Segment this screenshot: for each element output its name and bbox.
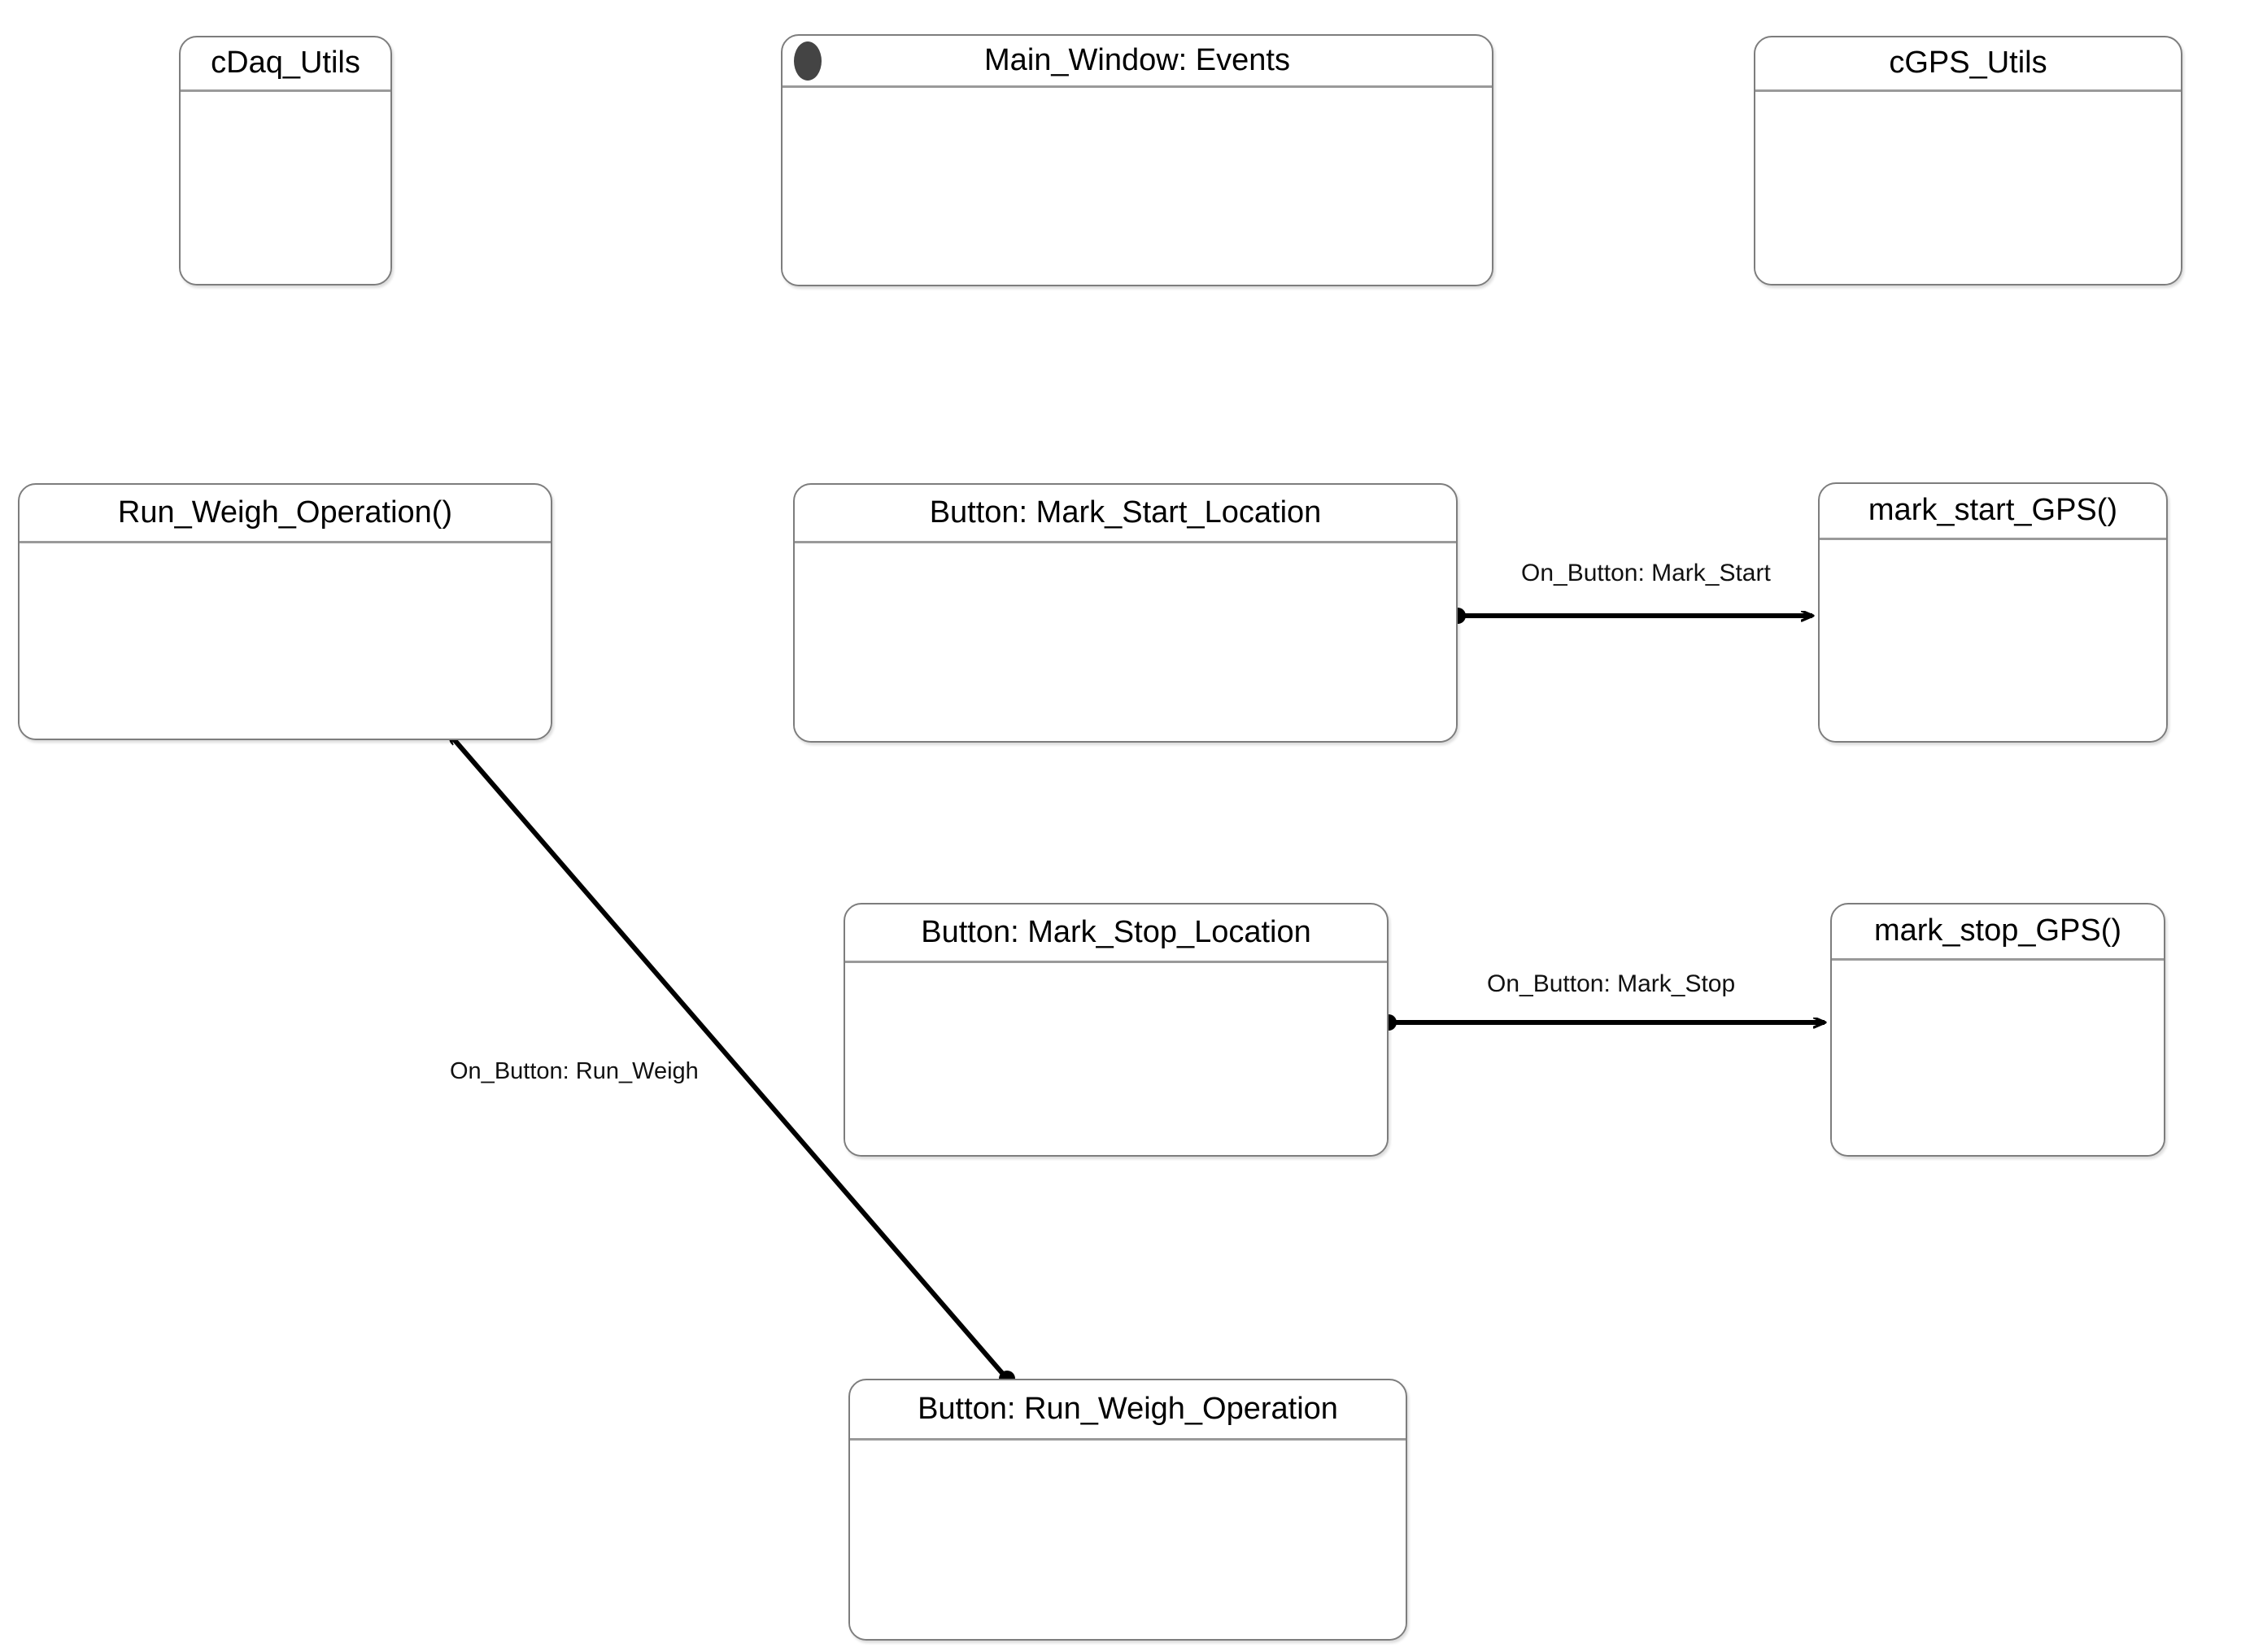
- node-cgps-utils[interactable]: cGPS_Utils: [1754, 36, 2182, 286]
- edge-label-mark-stop: On_Button: Mark_Stop: [1487, 970, 1736, 997]
- node-body: [1820, 540, 2166, 741]
- node-title: Main_Window: Events: [984, 42, 1290, 77]
- node-run-weigh-operation-fn[interactable]: Run_Weigh_Operation(): [18, 483, 552, 740]
- node-button-run-weigh-operation[interactable]: Button: Run_Weigh_Operation: [848, 1379, 1407, 1641]
- node-header: Button: Mark_Start_Location: [795, 485, 1456, 543]
- edge-mark-start: [1450, 608, 1812, 624]
- node-header: cGPS_Utils: [1755, 37, 2181, 92]
- edge-mark-stop: [1380, 1014, 1825, 1031]
- node-body: [1832, 961, 2164, 1155]
- node-title: mark_start_GPS(): [1868, 493, 2118, 528]
- node-main-window-events[interactable]: Main_Window: Events: [781, 34, 1493, 286]
- node-body: [795, 543, 1456, 741]
- node-body: [1755, 92, 2181, 284]
- node-title: Button: Mark_Stop_Location: [921, 914, 1311, 949]
- node-title: cGPS_Utils: [1889, 46, 2047, 81]
- node-title: Run_Weigh_Operation(): [117, 495, 453, 530]
- stereotype-dot-icon: [794, 41, 822, 81]
- node-mark-start-gps[interactable]: mark_start_GPS(): [1818, 482, 2168, 743]
- node-title: Button: Mark_Start_Location: [929, 495, 1322, 530]
- node-body: [850, 1441, 1406, 1639]
- node-header: Run_Weigh_Operation(): [20, 485, 551, 543]
- node-header: Button: Run_Weigh_Operation: [850, 1380, 1406, 1441]
- node-body: [20, 543, 551, 739]
- node-button-mark-stop-location[interactable]: Button: Mark_Stop_Location: [844, 903, 1389, 1157]
- node-body: [181, 92, 390, 284]
- node-header: mark_stop_GPS(): [1832, 904, 2164, 961]
- node-header: mark_start_GPS(): [1820, 484, 2166, 540]
- node-title: mark_stop_GPS(): [1873, 913, 2122, 948]
- edge-label-run-weigh: On_Button: Run_Weigh: [450, 1058, 699, 1084]
- node-body: [845, 963, 1387, 1155]
- node-header: Button: Mark_Stop_Location: [845, 904, 1387, 963]
- node-body: [783, 88, 1492, 285]
- node-header: Main_Window: Events: [783, 36, 1492, 88]
- node-title: Button: Run_Weigh_Operation: [918, 1391, 1338, 1426]
- node-mark-stop-gps[interactable]: mark_stop_GPS(): [1830, 903, 2165, 1157]
- node-button-mark-start-location[interactable]: Button: Mark_Start_Location: [793, 483, 1458, 743]
- node-cdaq-utils[interactable]: cDaq_Utils: [179, 36, 392, 286]
- node-header: cDaq_Utils: [181, 37, 390, 92]
- node-title: cDaq_Utils: [211, 46, 360, 81]
- edge-label-mark-start: On_Button: Mark_Start: [1521, 560, 1771, 586]
